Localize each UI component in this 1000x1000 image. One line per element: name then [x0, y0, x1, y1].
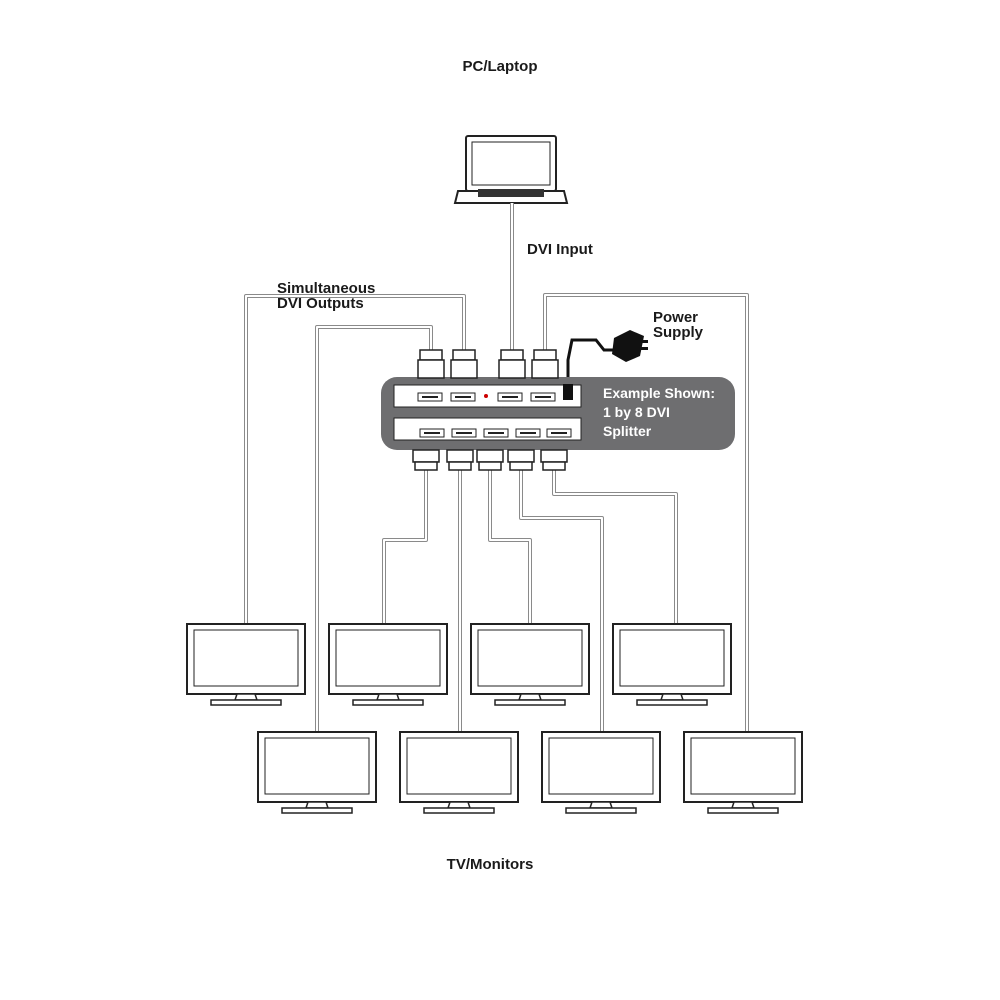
- power-adapter-icon: [612, 330, 648, 362]
- pc-laptop-label: PC/Laptop: [463, 58, 538, 75]
- dvi-input-label: DVI Input: [527, 241, 593, 258]
- dvi-connector-icon: [417, 349, 445, 379]
- dvi-connector-icon: [540, 449, 568, 471]
- simultaneous-outputs-label-line2: DVI Outputs: [277, 295, 364, 312]
- example-shown-line1: Example Shown:: [603, 385, 715, 401]
- bottom-connectors: [412, 449, 568, 471]
- example-shown-line3: Splitter: [603, 423, 652, 439]
- monitor-icon: [399, 731, 519, 814]
- example-shown-line2: 1 by 8 DVI: [603, 404, 670, 420]
- dvi-connector-icon: [476, 449, 504, 471]
- simultaneous-outputs-label-line1: Simultaneous: [277, 280, 375, 297]
- dvi-connector-icon: [507, 449, 535, 471]
- monitor-icon: [612, 623, 732, 706]
- monitor-icon: [328, 623, 448, 706]
- dvi-connector-icon: [412, 449, 440, 471]
- dvi-connector-icon: [446, 449, 474, 471]
- monitor-icon: [470, 623, 590, 706]
- dvi-connector-icon: [450, 349, 478, 379]
- monitor-icon: [541, 731, 661, 814]
- monitor-icon: [186, 623, 306, 706]
- monitors-row-front: [257, 731, 803, 814]
- power-supply-label-line1: Power: [653, 309, 698, 326]
- splitter-device: Example Shown: 1 by 8 DVI Splitter: [381, 377, 735, 450]
- power-supply-label-line2: Supply: [653, 324, 704, 341]
- laptop-icon: [453, 135, 569, 204]
- cables: [244, 203, 749, 738]
- top-connectors: [417, 349, 559, 379]
- dvi-connector-icon: [498, 349, 526, 379]
- tv-monitors-label: TV/Monitors: [447, 856, 534, 873]
- monitor-icon: [257, 731, 377, 814]
- dvi-connector-icon: [531, 349, 559, 379]
- monitor-icon: [683, 731, 803, 814]
